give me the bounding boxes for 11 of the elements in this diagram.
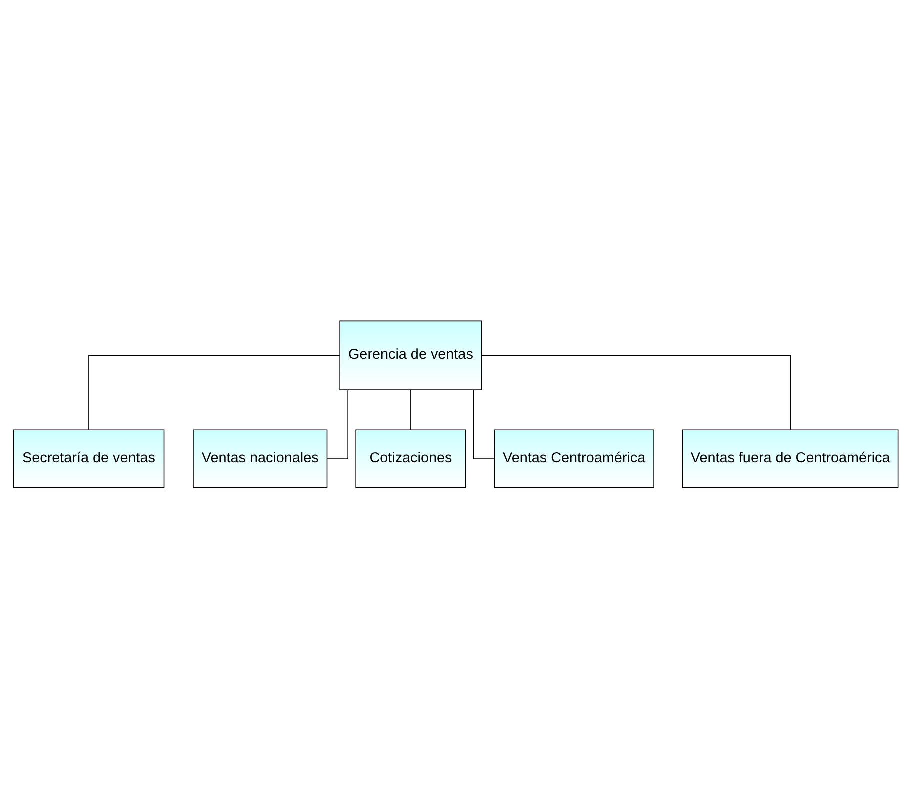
node-box: Secretaría de ventas [13,429,165,488]
connector [473,389,495,459]
connector [88,354,340,430]
node-box: Ventas Centroamérica [494,429,654,488]
connector [326,389,348,459]
connector [410,389,412,430]
connector [482,354,791,430]
node-box: Gerencia de ventas [340,320,482,390]
node-box: Ventas fuera de Centroamérica [682,429,899,488]
node-box: Ventas nacionales [193,429,328,488]
node-box: Cotizaciones [356,429,466,488]
